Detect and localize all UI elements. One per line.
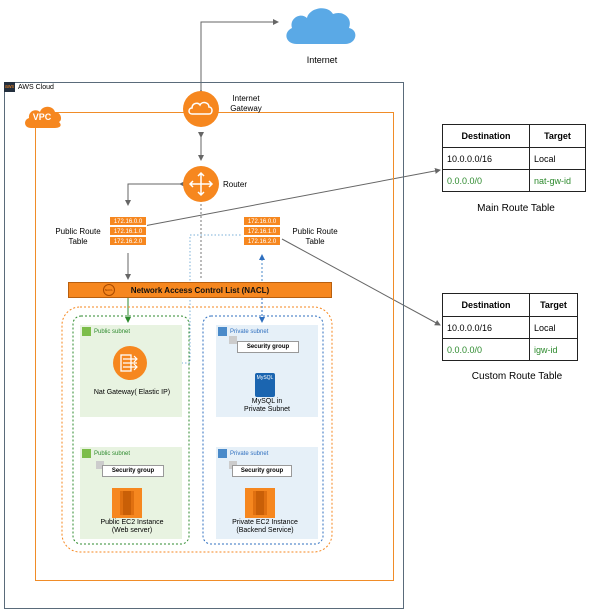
- security-group-box: Security group: [232, 465, 292, 477]
- custom-table-cell: 10.0.0.0/16: [442, 316, 530, 339]
- shield-icon: [96, 461, 104, 469]
- aws-cloud-boundary: [4, 82, 404, 609]
- route-table-left-row: 172.16.2.0: [109, 236, 147, 246]
- main-table-cell: 10.0.0.0/16: [442, 147, 530, 170]
- lock-icon: [218, 449, 227, 458]
- main-table-header-target: Target: [529, 124, 586, 148]
- line-igw-internet: [198, 19, 279, 95]
- shield-icon: [229, 336, 237, 344]
- igw-label: Internet Gateway: [230, 94, 262, 113]
- mysql-icon: MySQL: [255, 373, 275, 397]
- mysql-label: MySQL in Private Subnet: [244, 398, 290, 413]
- internet-label: Internet: [306, 55, 338, 65]
- custom-table-cell: 0.0.0.0/0: [442, 338, 530, 361]
- main-table-cell: nat-gw-id: [529, 169, 586, 192]
- nat-gateway-icon: [113, 346, 147, 380]
- security-group-box: Security group: [102, 465, 164, 477]
- main-table-cell: Local: [529, 147, 586, 170]
- router-label: Router: [222, 180, 247, 189]
- lock-icon: [82, 449, 91, 458]
- nat-gateway-label: Nat Gateway( Elastic IP): [93, 389, 171, 396]
- private-subnet-bottom-label: Private subnet: [230, 451, 269, 457]
- public-subnet-bottom-label: Public subnet: [94, 451, 131, 457]
- route-table-left: 172.16.0.0 172.16.1.0 172.16.2.0: [109, 216, 147, 246]
- route-table-left-row: 172.16.1.0: [109, 226, 147, 236]
- internet-cloud-icon: [286, 8, 356, 45]
- ec2-public-label: Public EC2 Instance (Web server): [100, 519, 164, 534]
- nacl-icon: NACL: [103, 284, 115, 296]
- route-table-right-row: 172.16.2.0: [243, 236, 281, 246]
- custom-table-cell: igw-id: [529, 338, 578, 361]
- security-group-box: Security group: [237, 341, 299, 353]
- ec2-instance-icon: [112, 488, 142, 518]
- public-subnet-top-label: Public subnet: [94, 329, 131, 335]
- private-subnet-top-label: Private subnet: [230, 329, 269, 335]
- aws-logo-icon: aws: [4, 82, 15, 92]
- nacl-label: Network Access Control List (NACL): [130, 285, 270, 295]
- router-icon: [183, 166, 219, 202]
- route-table-left-label: Public Route Table: [55, 227, 101, 246]
- route-table-right-row: 172.16.1.0: [243, 226, 281, 236]
- main-table-cell: 0.0.0.0/0: [442, 169, 530, 192]
- custom-route-table: Destination Target 10.0.0.0/16 Local 0.0…: [442, 293, 578, 361]
- aws-cloud-label: AWS Cloud: [18, 84, 54, 91]
- custom-table-header-destination: Destination: [442, 293, 530, 317]
- route-table-right: 172.16.0.0 172.16.1.0 172.16.2.0: [243, 216, 281, 246]
- route-table-right-label: Public Route Table: [292, 227, 338, 246]
- main-table-header-destination: Destination: [442, 124, 530, 148]
- route-table-left-row: 172.16.0.0: [109, 216, 147, 226]
- custom-table-cell: Local: [529, 316, 578, 339]
- internet-gateway-icon: [183, 91, 219, 127]
- ec2-instance-icon: [245, 488, 275, 518]
- main-route-table: Destination Target 10.0.0.0/16 Local 0.0…: [442, 124, 586, 192]
- lock-icon: [218, 327, 227, 336]
- route-table-right-row: 172.16.0.0: [243, 216, 281, 226]
- custom-table-header-target: Target: [529, 293, 578, 317]
- vpc-cloud-icon: [25, 106, 62, 128]
- vpc-label: VPC: [32, 112, 52, 122]
- lock-icon: [82, 327, 91, 336]
- nacl-bar: NACL Network Access Control List (NACL): [68, 282, 332, 298]
- custom-route-table-caption: Custom Route Table: [471, 371, 563, 382]
- main-route-table-caption: Main Route Table: [477, 203, 555, 214]
- ec2-private-label: Private EC2 Instance (Backend Service): [232, 519, 298, 534]
